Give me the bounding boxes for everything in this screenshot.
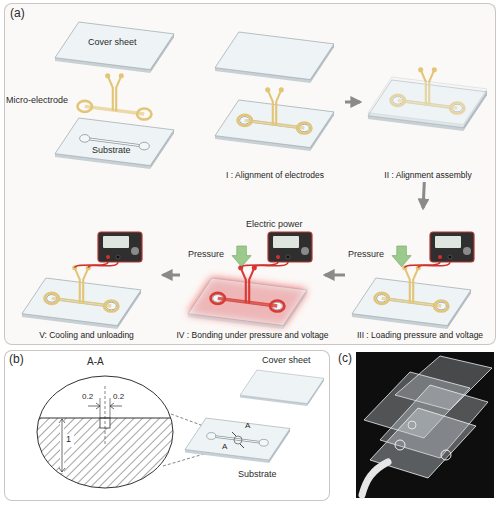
part-label: Substrate xyxy=(92,146,131,156)
photo-background xyxy=(356,352,494,498)
power-supply xyxy=(430,232,474,262)
process-stage: III : Loading pressure and voltage xyxy=(345,208,495,342)
power-wire xyxy=(75,262,108,268)
zoom-outline xyxy=(35,356,175,492)
chip-hole xyxy=(395,440,405,450)
part-label: Cover sheet xyxy=(262,356,311,366)
part-label: A xyxy=(245,422,250,431)
stage-caption: II : Alignment assembly xyxy=(384,171,471,180)
cover-sheet xyxy=(240,370,324,406)
section-marker xyxy=(234,436,242,444)
micro-electrode xyxy=(238,87,312,133)
chip-hole xyxy=(408,421,416,429)
part-label: 0.2 xyxy=(82,393,93,402)
process-stage: I : Alignment of electrodes xyxy=(205,22,345,182)
step-arrow xyxy=(163,274,180,277)
power-supply xyxy=(98,232,142,262)
part-label: Cover sheet xyxy=(88,38,137,48)
cover-sheet xyxy=(55,22,174,73)
cross-section xyxy=(35,386,177,490)
part-label: Substrate xyxy=(238,470,277,480)
chip-photo xyxy=(370,408,476,478)
substrate xyxy=(55,118,174,169)
step-arrow xyxy=(325,274,345,277)
panel-label: (a) xyxy=(10,7,25,20)
surface-line xyxy=(35,418,177,419)
part-label: 1 xyxy=(66,435,71,445)
cover-sheet xyxy=(215,32,334,83)
power-wire xyxy=(254,262,288,268)
part-label: (c) xyxy=(338,352,352,365)
micro-electrode xyxy=(45,265,119,311)
heated-electrode xyxy=(211,265,285,311)
label-backing xyxy=(64,434,74,447)
stage-caption: I : Alignment of electrodes xyxy=(226,171,324,180)
part-label: Pressure xyxy=(348,250,384,260)
part-label: Pressure xyxy=(188,250,224,260)
stage-caption: III : Loading pressure and voltage xyxy=(357,331,483,340)
micro-electrode xyxy=(375,265,449,311)
zoom-ellipse xyxy=(37,376,173,488)
micro-channel xyxy=(207,433,269,447)
section-zoom: A-A xyxy=(35,356,175,492)
dimension-arrow xyxy=(88,403,122,409)
part-label: Micro-electrode xyxy=(6,96,68,106)
chip-hole xyxy=(441,450,451,460)
pressure-arrow xyxy=(392,246,411,267)
hatched-substrate xyxy=(35,418,177,490)
panel-frame: (b) A-A xyxy=(4,350,330,501)
power-wire xyxy=(88,262,118,268)
process-stage: V: Cooling and unloading xyxy=(10,208,163,342)
process-stage: II : Alignment assembly xyxy=(360,22,496,182)
part-label: 0.2 xyxy=(113,393,124,402)
part-label: Electric power xyxy=(246,220,303,230)
extension-line xyxy=(100,398,110,418)
cover-sheet xyxy=(368,77,487,128)
center-line xyxy=(105,386,106,444)
stage-caption: IV : Bonding under pressure and voltage xyxy=(176,331,328,340)
stage-caption: V: Cooling and unloading xyxy=(39,331,134,340)
dimension-gap xyxy=(60,419,64,473)
section-cut xyxy=(232,432,244,448)
panel-label: (b) xyxy=(9,353,24,366)
part-label: A xyxy=(222,443,227,452)
power-wire xyxy=(418,262,450,268)
power-supply xyxy=(268,232,312,262)
panel-frame: (a) I : Alignment of electrodes II : Align… xyxy=(4,3,496,345)
panel-background xyxy=(4,3,496,345)
section-label: A-A xyxy=(87,356,104,367)
micro-electrode xyxy=(78,73,152,119)
step-arrow xyxy=(345,101,360,104)
tube-photo xyxy=(362,462,388,495)
pressure-arrow xyxy=(232,246,251,267)
panel-background xyxy=(4,350,330,501)
step-arrow xyxy=(423,182,424,208)
substrate xyxy=(185,418,290,463)
